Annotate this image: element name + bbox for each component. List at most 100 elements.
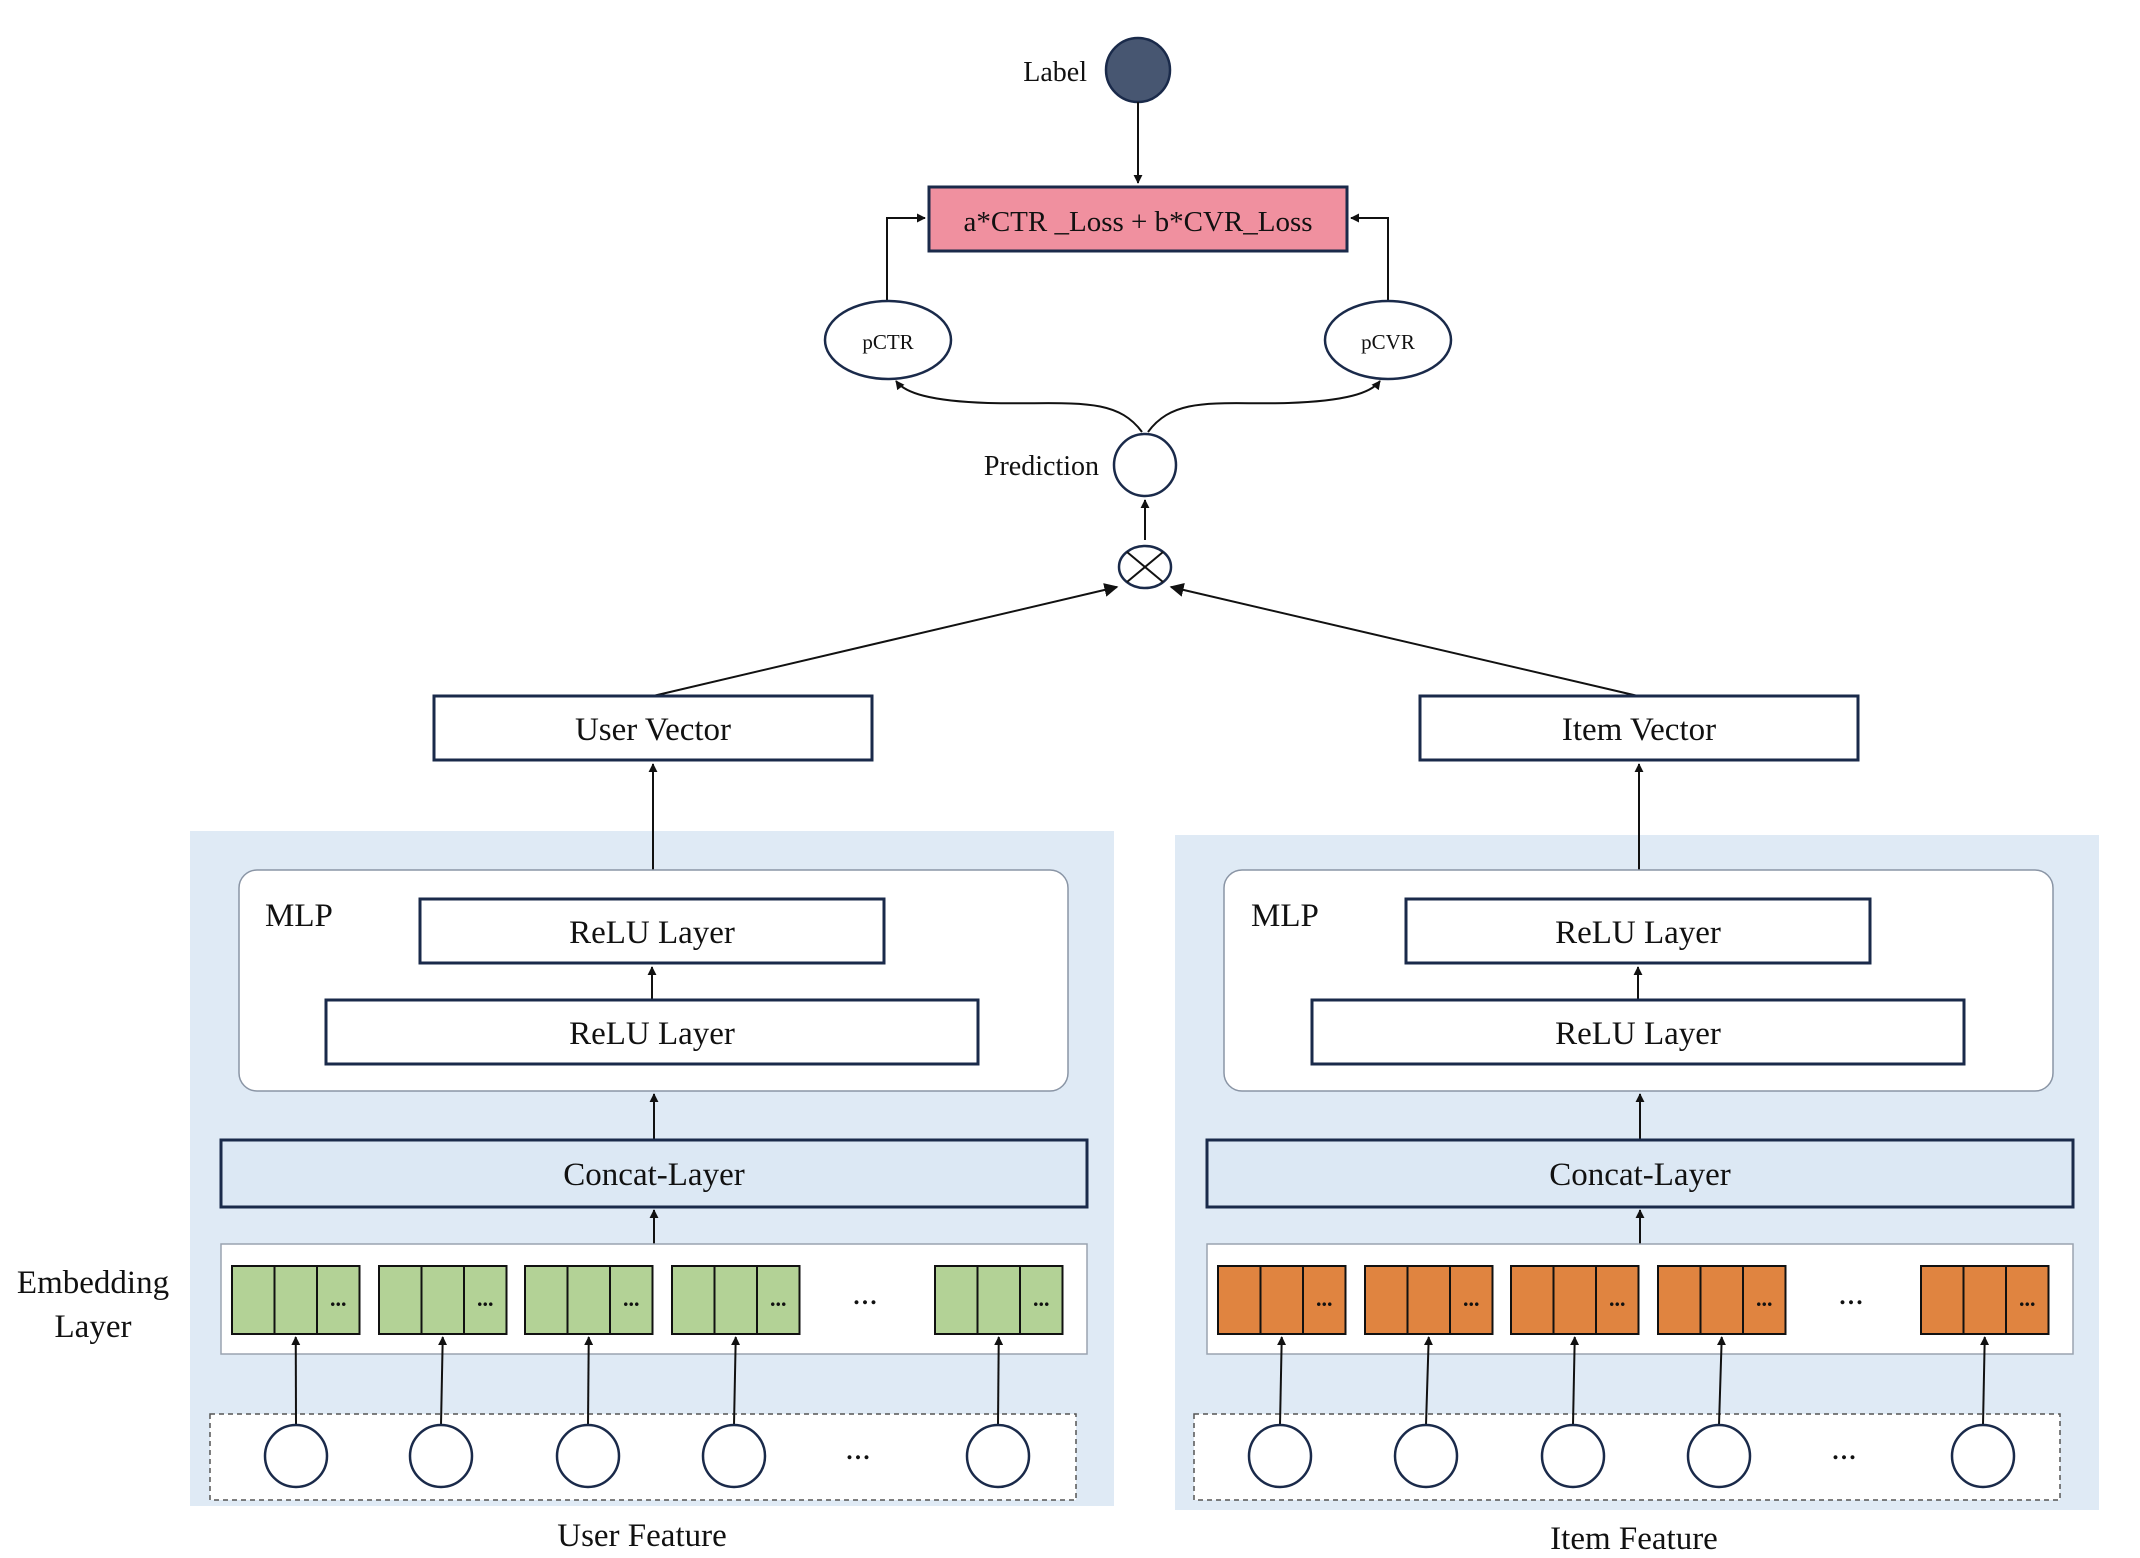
embedding-layer-label-line1: Embedding <box>17 1265 169 1301</box>
feature-node <box>1247 1423 1313 1489</box>
embedding-cell-ellipsis: ... <box>1756 1286 1773 1311</box>
feature-to-embedding-arrow <box>731 1336 741 1426</box>
feature-to-embedding-arrow <box>994 1336 1004 1426</box>
feature-node <box>408 1423 474 1489</box>
embedding-vector: ... <box>378 1265 508 1335</box>
embedding-cell-ellipsis: ... <box>623 1286 640 1311</box>
user-embedding-groups: ............... <box>231 1265 1064 1335</box>
item-vector-box <box>1418 694 1860 762</box>
feature-node <box>263 1423 329 1489</box>
item-relu-top-box <box>1404 897 1872 965</box>
item-vector-label: Item Vector <box>1562 712 1716 748</box>
embedding-cell <box>1406 1265 1451 1335</box>
prediction-text: Prediction <box>984 451 1099 482</box>
embedding-cell <box>524 1265 569 1335</box>
item-relu-top-label: ReLU Layer <box>1555 915 1721 951</box>
embedding-cell <box>609 1265 654 1335</box>
embedding-cell-ellipsis: ... <box>477 1286 494 1311</box>
user-feature-nodes <box>263 1336 1031 1489</box>
embedding-cell <box>273 1265 318 1335</box>
pctr-label: pCTR <box>862 330 913 354</box>
pcvr-node <box>1323 299 1453 381</box>
feature-node <box>965 1423 1031 1489</box>
user-feature-row <box>209 1413 1077 1501</box>
embedding-cell <box>378 1265 423 1335</box>
embedding-cell-ellipsis: ... <box>770 1286 787 1311</box>
multiply-icon <box>1117 544 1173 590</box>
embedding-cell-ellipsis: ... <box>1033 1286 1050 1311</box>
embedding-cell-ellipsis: ... <box>1463 1286 1480 1311</box>
feature-to-embedding-arrow <box>584 1336 594 1426</box>
item-concat-layer-box <box>1205 1138 2075 1209</box>
user-relu-bottom-label: ReLU Layer <box>569 1016 735 1052</box>
loss-formula: a*CTR _Loss + b*CVR_Loss <box>963 206 1312 238</box>
embedding-cell <box>1742 1265 1787 1335</box>
feature-to-embedding-arrow <box>1716 1336 1726 1426</box>
item-relu-bottom-label: ReLU Layer <box>1555 1016 1721 1052</box>
user-feature-gap-ellipsis: ... <box>845 1430 871 1467</box>
item-feature-row <box>1193 1413 2061 1501</box>
embedding-cell <box>1019 1265 1064 1335</box>
user-embedding-gap-ellipsis: ... <box>852 1275 878 1312</box>
embedding-vector: ... <box>1920 1265 2050 1335</box>
item-relu-bottom-box <box>1310 998 1966 1066</box>
item-mlp-label: MLP <box>1251 898 1319 934</box>
embedding-cell <box>934 1265 979 1335</box>
item-tower: Item Vector MLP ReLU Layer ReLU Layer Co… <box>1175 694 2099 1557</box>
embedding-cell <box>231 1265 276 1335</box>
embedding-cell <box>1302 1265 1347 1335</box>
user-relu-top-label: ReLU Layer <box>569 915 735 951</box>
embedding-cell <box>2005 1265 2050 1335</box>
embedding-cell <box>713 1265 758 1335</box>
embedding-cell <box>1657 1265 1702 1335</box>
embedding-vector: ... <box>934 1265 1064 1335</box>
feature-node <box>1540 1423 1606 1489</box>
embedding-vector: ... <box>1217 1265 1347 1335</box>
pcvr-label: pCVR <box>1361 330 1415 354</box>
item-embedding-gap-ellipsis: ... <box>1838 1275 1864 1312</box>
item-feature-nodes <box>1247 1336 2016 1489</box>
user-mlp-label: MLP <box>265 898 333 934</box>
embedding-cell <box>1962 1265 2007 1335</box>
feature-node <box>1393 1423 1459 1489</box>
embedding-vector: ... <box>671 1265 801 1335</box>
feature-node <box>1686 1423 1752 1489</box>
embedding-cell-ellipsis: ... <box>2019 1286 2036 1311</box>
embedding-vector: ... <box>1657 1265 1787 1335</box>
pctr-node <box>823 299 953 381</box>
embedding-cell <box>1364 1265 1409 1335</box>
embedding-cell-ellipsis: ... <box>330 1286 347 1311</box>
user-relu-top-box <box>418 897 886 965</box>
feature-node <box>1950 1423 2016 1489</box>
user-relu-bottom-box <box>324 998 980 1066</box>
embedding-cell <box>420 1265 465 1335</box>
item-feature-label: Item Feature <box>1550 1521 1718 1557</box>
item-vector-to-product-arrow <box>1169 583 1639 697</box>
loss-box <box>927 185 1349 253</box>
embedding-cell <box>1595 1265 1640 1335</box>
embedding-cell-ellipsis: ... <box>1316 1286 1333 1311</box>
embedding-cell <box>1920 1265 1965 1335</box>
feature-to-embedding-arrow <box>1277 1336 1287 1426</box>
user-vector-to-product-arrow <box>652 583 1119 697</box>
prediction-node <box>1112 432 1178 498</box>
pctr-to-loss-arrow <box>886 213 926 301</box>
embedding-cell <box>671 1265 716 1335</box>
feature-to-embedding-arrow <box>438 1336 448 1426</box>
user-concat-layer-label: Concat-Layer <box>563 1157 744 1193</box>
prediction-to-pctr-arrow <box>895 380 1143 433</box>
embedding-cell <box>316 1265 361 1335</box>
feature-to-embedding-arrow <box>1570 1336 1580 1426</box>
user-tower: User Vector MLP ReLU Layer ReLU Layer Co… <box>190 694 1114 1554</box>
embedding-cell <box>1699 1265 1744 1335</box>
embedding-vector: ... <box>1364 1265 1494 1335</box>
embedding-cell <box>463 1265 508 1335</box>
embedding-cell <box>1449 1265 1494 1335</box>
pcvr-to-loss-arrow <box>1350 213 1389 301</box>
embedding-cell <box>756 1265 801 1335</box>
embedding-cell <box>566 1265 611 1335</box>
embedding-cell-ellipsis: ... <box>1609 1286 1626 1311</box>
item-concat-layer-label: Concat-Layer <box>1549 1157 1730 1193</box>
